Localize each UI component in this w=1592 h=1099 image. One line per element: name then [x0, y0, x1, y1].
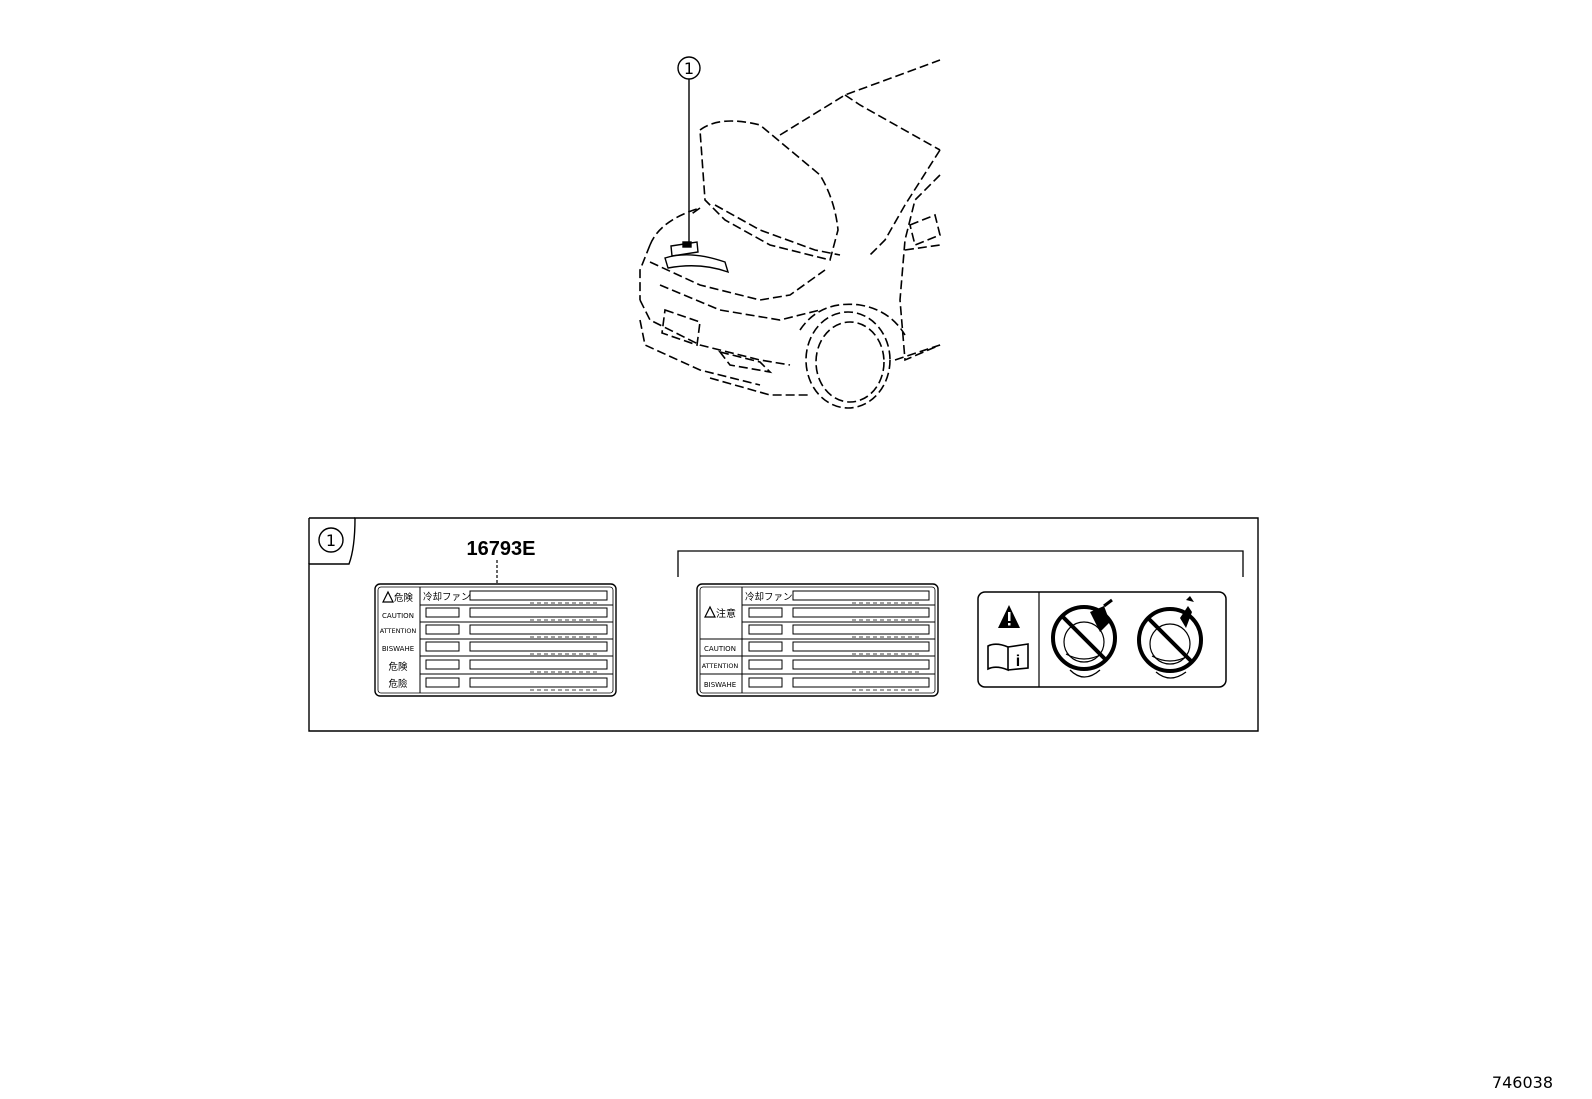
label-group-bracket: [677, 550, 1244, 577]
warning-label-left[interactable]: 危険 冷却ファン CAUTION ATTENTION BISWAHE 危険 危險: [374, 583, 617, 697]
info-glyph: i: [1016, 653, 1020, 670]
warning-triangle-icon: [704, 605, 716, 618]
left-row-text: BISWAHE: [382, 645, 414, 653]
part-number-group[interactable]: 16793E: [467, 538, 536, 584]
manual-book-icon: [987, 643, 1029, 672]
part-number[interactable]: 16793E: [467, 538, 536, 560]
detail-callout-number: 1: [326, 531, 336, 550]
right-header-fan: 冷却ファン: [745, 591, 793, 603]
callout-number: 1: [684, 59, 694, 78]
left-row-text: 危險: [388, 678, 408, 690]
no-tool-fan-icon: [1137, 596, 1203, 679]
left-row-text: CAUTION: [382, 612, 414, 620]
right-row-text: ATTENTION: [702, 662, 739, 670]
left-header-fan: 冷却ファン: [423, 591, 471, 603]
left-row-text: 危険: [388, 661, 408, 673]
diagram-id: 746038: [1492, 1073, 1553, 1092]
no-hand-fan-icon: [1051, 598, 1117, 678]
callout-1[interactable]: 1: [677, 56, 701, 242]
right-row-text: CAUTION: [704, 645, 736, 653]
left-header-warning: 危険: [394, 592, 414, 604]
right-row-text: BISWAHE: [704, 681, 736, 689]
detail-box: 1: [308, 517, 1259, 732]
pictogram-label[interactable]: i: [977, 591, 1227, 688]
warning-label-right[interactable]: 注意 冷却ファン CAUTION ATTENTION BISWAHE: [696, 583, 939, 697]
right-header-warning: 注意: [716, 607, 736, 620]
left-row-text: ATTENTION: [380, 627, 417, 635]
label-location-marker: [664, 241, 730, 274]
vehicle-illustration: [639, 59, 941, 409]
warning-triangle-icon: [382, 590, 394, 603]
